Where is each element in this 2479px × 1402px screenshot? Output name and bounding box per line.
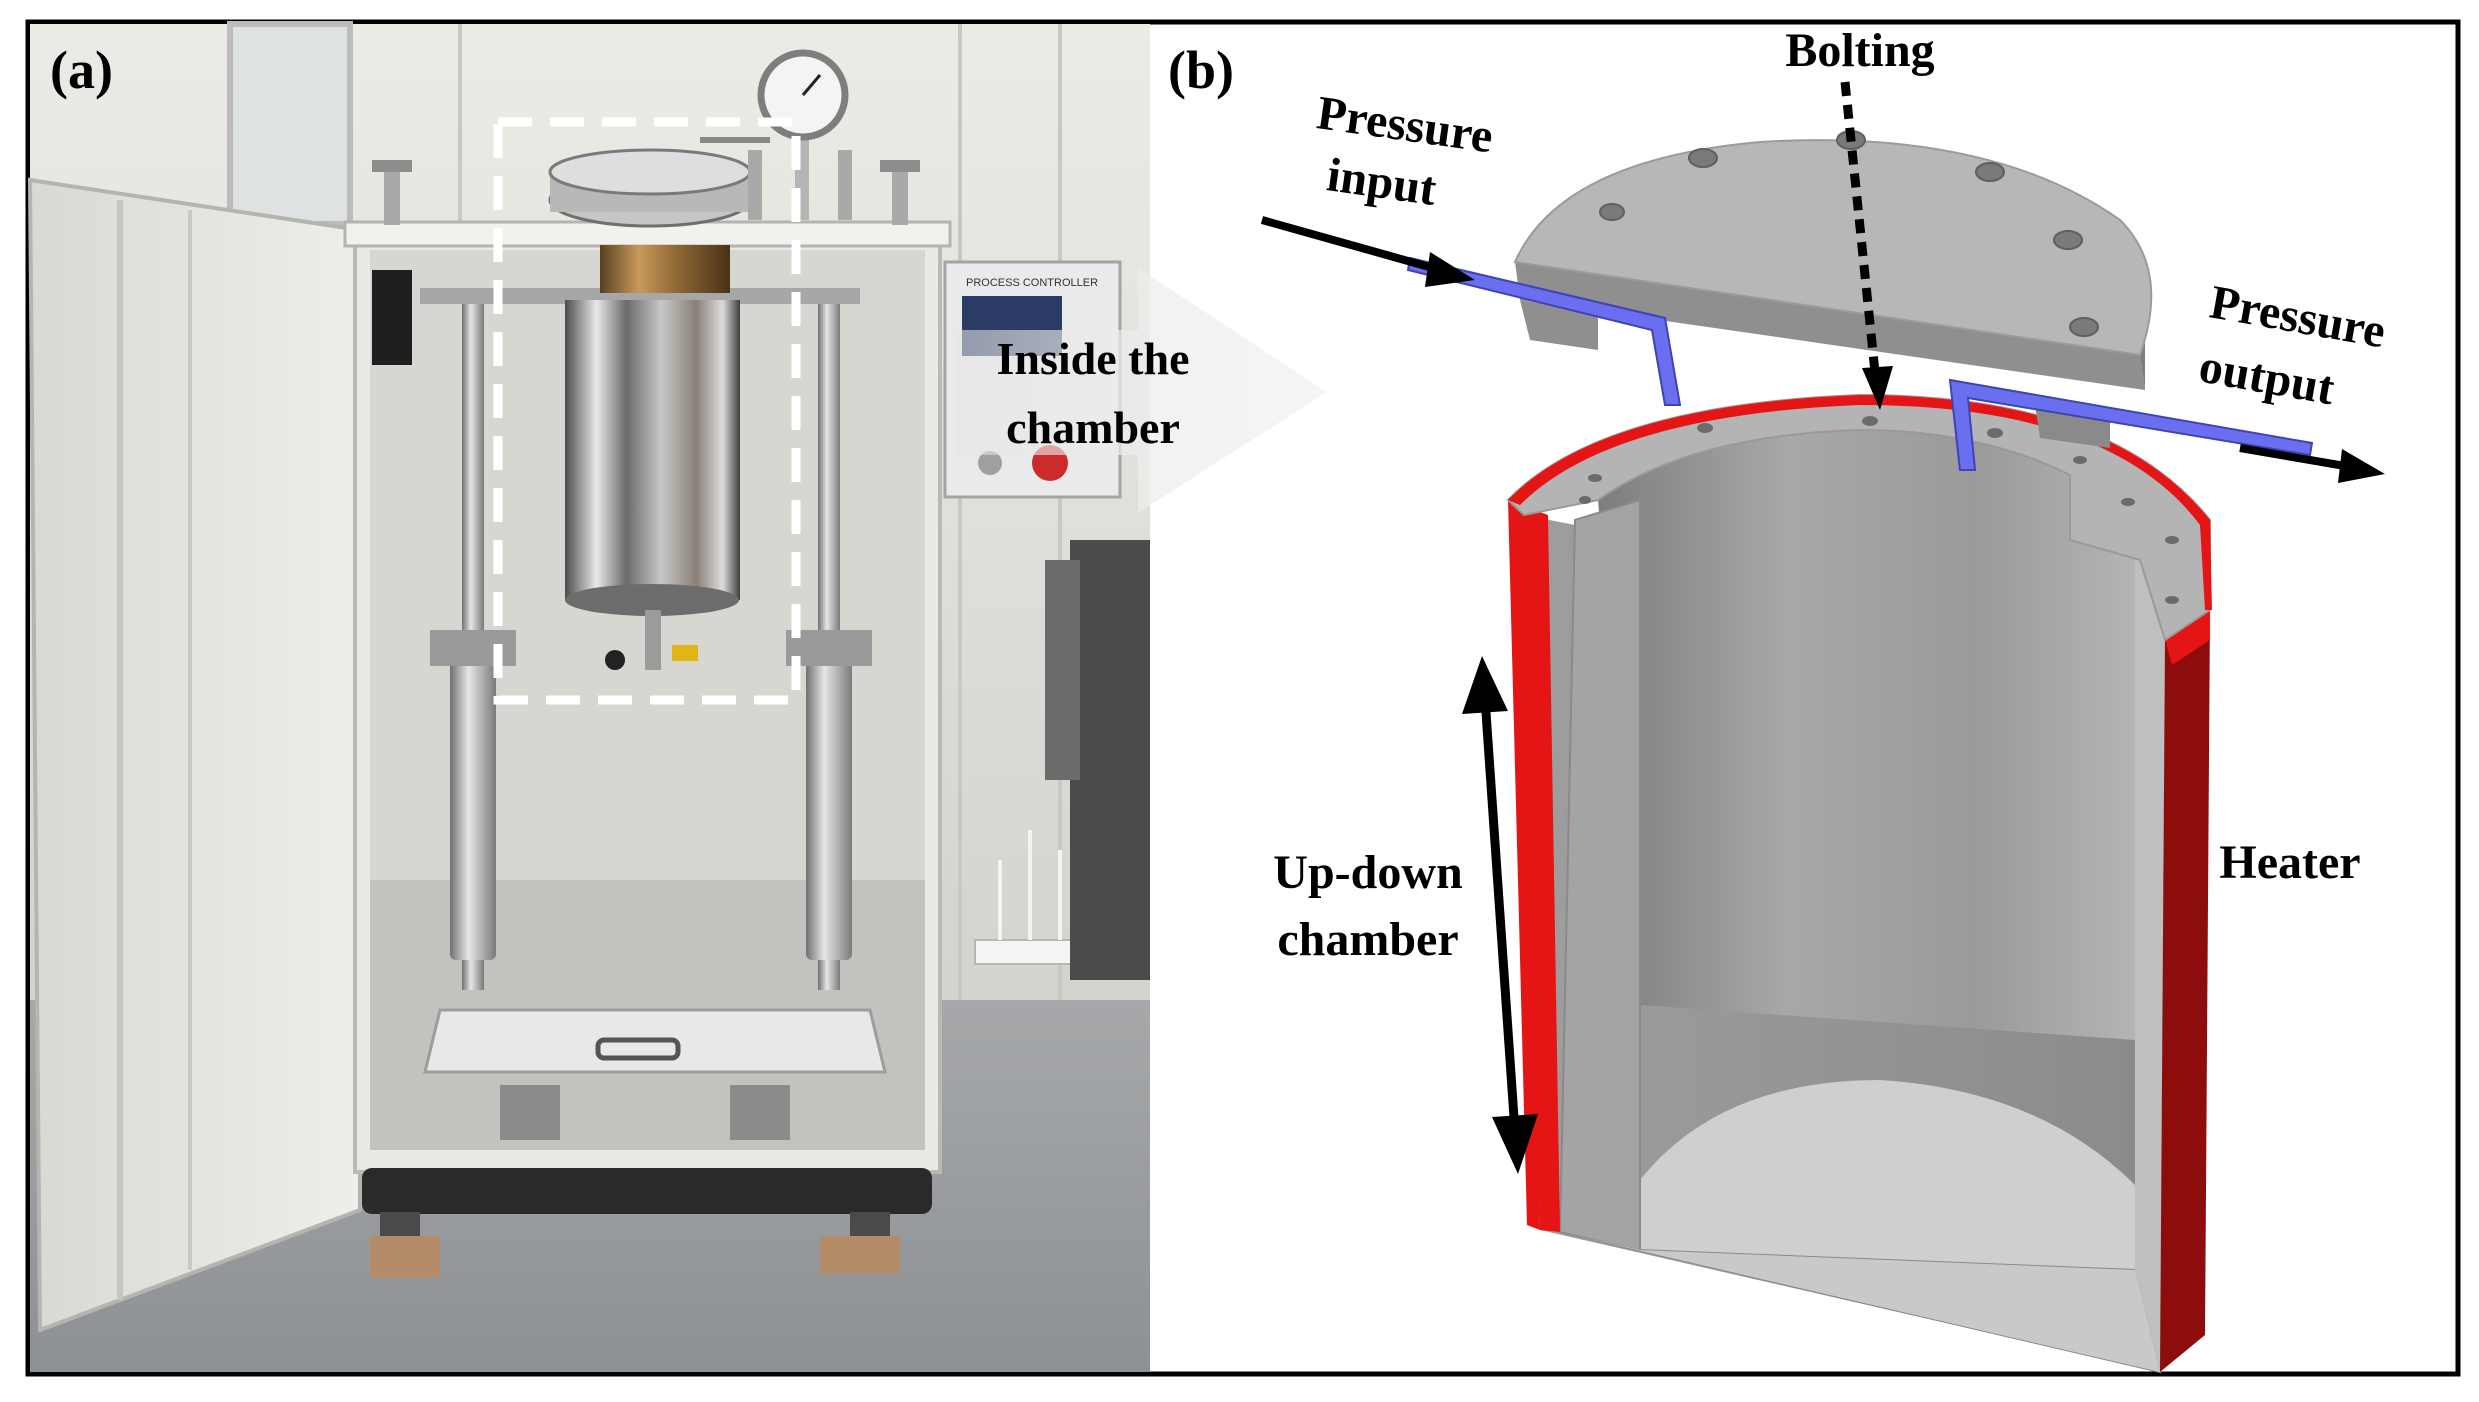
controller-title: PROCESS CONTROLLER: [966, 277, 1098, 289]
panel-a-photo: PROCESS CONTROLLER: [27, 21, 1150, 1372]
heater-right: [2160, 610, 2210, 1372]
up-down-arrow: [1462, 656, 1538, 1174]
lid-side: [1515, 262, 2145, 390]
chamber-cavity: [1598, 410, 2135, 1040]
bolting-label: Bolting: [1785, 24, 1934, 77]
callout-arrow: [955, 268, 1327, 513]
chamber-cylinder: [565, 300, 740, 600]
panel-b-label: (b): [1168, 40, 1234, 100]
panel-b-diagram: [1260, 81, 2385, 1374]
inside-chamber-highlight: [493, 117, 801, 705]
pressure-output-pipe: [1948, 378, 2314, 471]
heater-label: Heater: [2219, 836, 2360, 889]
callout-text: Inside the chamber: [997, 333, 1190, 453]
rim-bolt-holes: [1579, 416, 2179, 604]
panel-a-label: (a): [50, 40, 113, 100]
pressure-output-arrow: [2239, 444, 2346, 470]
window-frame: [227, 21, 353, 227]
chamber-floor: [1640, 1080, 2135, 1270]
callout-line-1: Inside the: [997, 333, 1190, 384]
lid-top: [1513, 139, 2153, 357]
up-down-line-1: Up-down: [1273, 846, 1462, 899]
cabinet-base: [362, 1168, 932, 1214]
up-down-line-2: chamber: [1277, 913, 1458, 966]
callout-line-2: chamber: [1006, 402, 1180, 453]
chamber-flange: [600, 245, 730, 293]
cabinet-door: [27, 177, 362, 1333]
bolting-arrow: [1840, 81, 1880, 373]
chamber-right-cut: [2135, 540, 2165, 1372]
heater-left: [1508, 500, 1540, 1230]
cross-bar: [420, 288, 860, 304]
pressure-input-arrow: [1260, 216, 1442, 274]
